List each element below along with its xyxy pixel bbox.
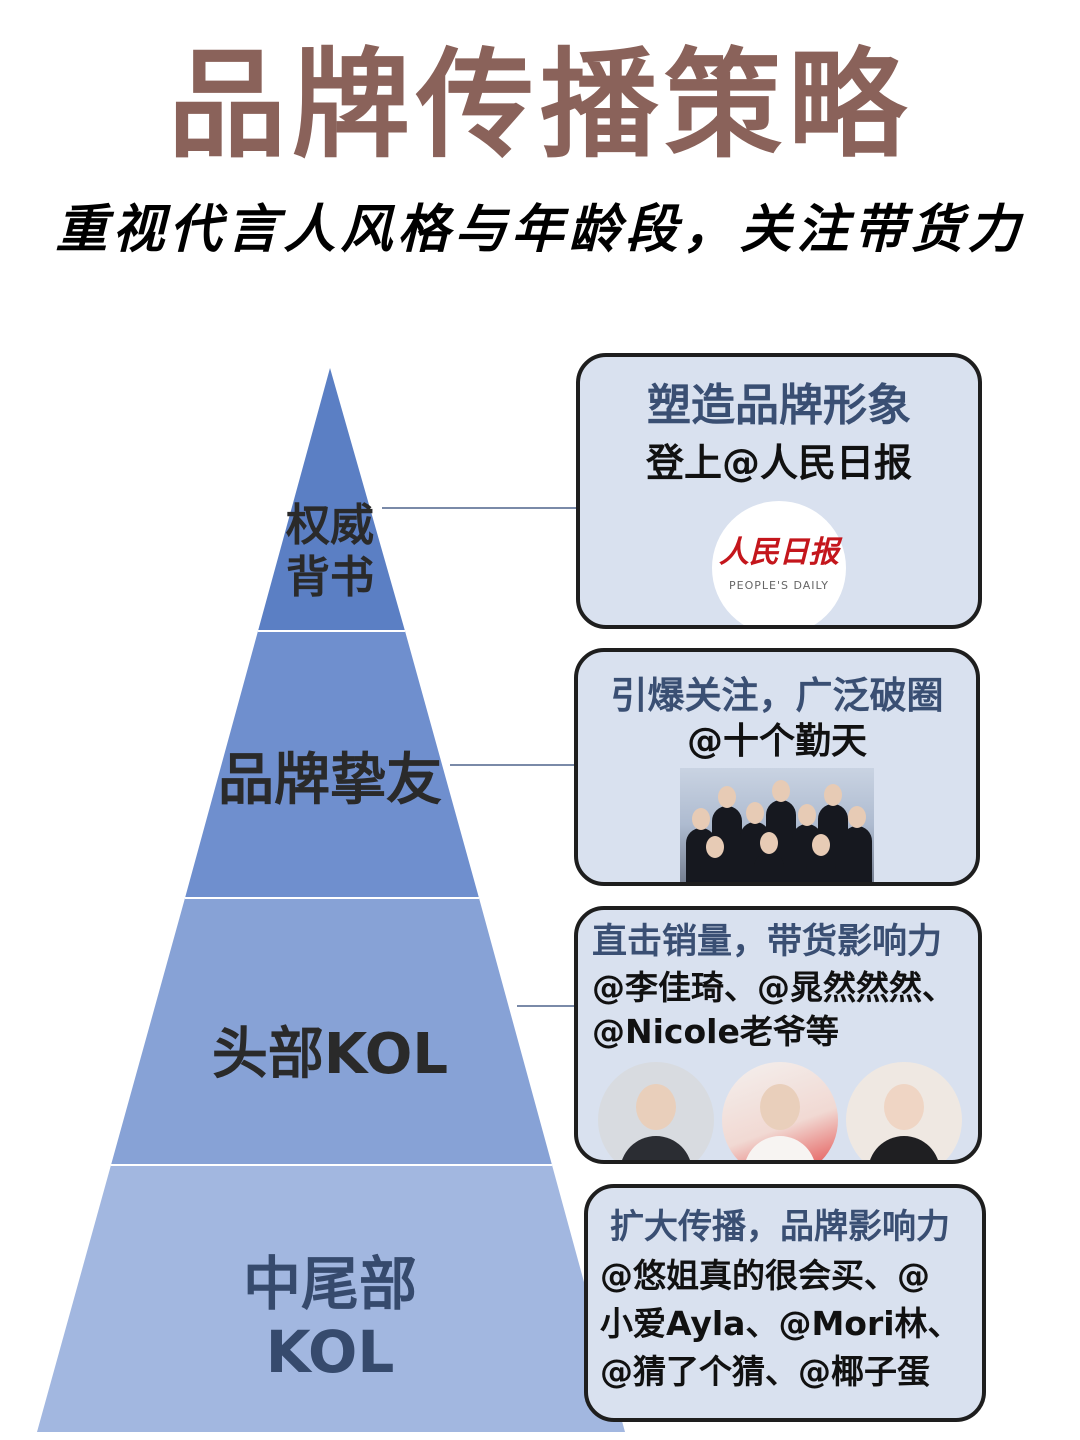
tier-label-text: 品牌挚友 bbox=[218, 748, 442, 813]
tier-label-authority: 权威背书 bbox=[250, 500, 410, 604]
tier-label-brand-friend: 品牌挚友 bbox=[200, 751, 460, 811]
page-subtitle: 重视代言人风格与年龄段，关注带货力 bbox=[55, 199, 1025, 260]
info-box-brand-friend: 引爆关注，广泛破圈 @十个勤天 bbox=[574, 648, 980, 886]
info-box-mid-tail-kol: 扩大传播，品牌影响力 @悠姐真的很会买、@ 小爱Ayla、@Mori林、 @猜了… bbox=[584, 1184, 986, 1422]
tier-label-text: 头部KOL bbox=[211, 1022, 449, 1087]
group-photo bbox=[680, 768, 874, 882]
box-line: 登上@人民日报 bbox=[645, 441, 912, 485]
box-line: @十个勤天 bbox=[686, 721, 867, 762]
peoples-daily-logo: 人民日报 PEOPLE'S DAILY bbox=[712, 501, 846, 625]
pyramid-tier-top-kol bbox=[111, 898, 552, 1165]
pyramid-tier-authority bbox=[258, 368, 405, 631]
logo-text: 人民日报 bbox=[719, 535, 839, 570]
box-line: @悠姐真的很会买、@ bbox=[600, 1256, 930, 1295]
logo-subtext: PEOPLE'S DAILY bbox=[729, 579, 829, 592]
tier-label-top-kol: 头部KOL bbox=[180, 1025, 480, 1085]
box-heading: 直击销量，带货影响力 bbox=[592, 922, 943, 962]
kol-avatars bbox=[592, 1062, 968, 1160]
pyramid-tier-brand-friend bbox=[185, 631, 479, 898]
info-box-authority: 塑造品牌形象 登上@人民日报 人民日报 PEOPLE'S DAILY bbox=[576, 353, 982, 629]
box-heading: 塑造品牌形象 bbox=[647, 380, 911, 431]
tier-label-text: 权威背书 bbox=[286, 500, 374, 603]
box-heading: 扩大传播，品牌影响力 bbox=[610, 1207, 950, 1247]
box-line: @猜了个猜、@椰子蛋 bbox=[600, 1352, 930, 1391]
tier-label-text: 中尾部KOL bbox=[242, 1250, 417, 1386]
info-box-top-kol: 直击销量，带货影响力 @李佳琦、@晁然然然、 @Nicole老爷等 bbox=[574, 906, 982, 1164]
box-line: 小爱Ayla、@Mori林、 bbox=[600, 1304, 961, 1343]
box-line: @Nicole老爷等 bbox=[592, 1012, 839, 1051]
avatar bbox=[846, 1062, 962, 1160]
box-line: @李佳琦、@晁然然然、 bbox=[592, 968, 955, 1007]
pyramid-tier-mid-tail-kol bbox=[37, 1165, 625, 1432]
avatar bbox=[598, 1062, 714, 1160]
box-heading: 引爆关注，广泛破圈 bbox=[610, 674, 944, 717]
avatar bbox=[722, 1062, 838, 1160]
page-title: 品牌传播策略 bbox=[167, 36, 912, 174]
tier-label-mid-tail-kol: 中尾部KOL bbox=[225, 1250, 435, 1386]
